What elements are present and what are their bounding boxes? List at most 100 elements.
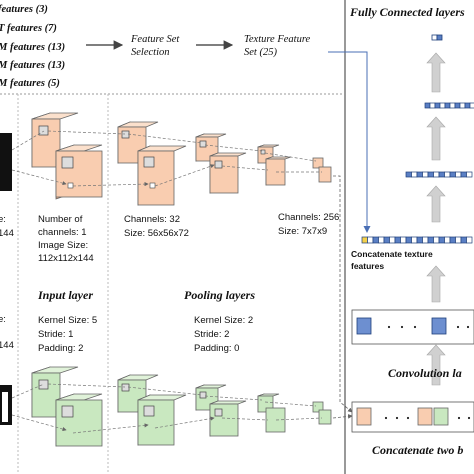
fc-layer-medium-cell xyxy=(433,171,440,178)
concat-texture-cell xyxy=(394,236,401,244)
concat-texture-cell xyxy=(433,236,440,244)
top-size-partial-b: 144 xyxy=(0,228,14,239)
conv-feature-cell-1 xyxy=(356,317,372,335)
up-arrow-5 xyxy=(426,344,446,386)
top-branch-layers xyxy=(31,112,332,206)
concat-texture-cell xyxy=(444,236,451,244)
up-arrows xyxy=(426,52,446,386)
top-image-line2: 112x112x144 xyxy=(38,253,94,264)
bottom-connection-lines xyxy=(11,383,323,434)
end-channels: Channels: 256 xyxy=(278,212,340,223)
bottom-branch-layers xyxy=(31,366,332,447)
arrow-bottom-branch-out xyxy=(332,414,353,419)
concat-texture-cell xyxy=(389,236,396,244)
arrow-texture-to-concat xyxy=(328,51,371,233)
fc-layer-small-cell xyxy=(444,102,451,109)
up-arrow-3 xyxy=(426,185,446,223)
feature-group-3: M features (13) xyxy=(0,42,66,53)
fc-layer-small-cell xyxy=(449,102,456,109)
selection-label-line2: Selection xyxy=(131,47,170,58)
pool-kernel-size: Kernel Size: 2 xyxy=(194,315,254,326)
concat-texture-cell xyxy=(438,236,445,244)
fc-title: Fully Connected layers xyxy=(350,5,465,19)
input-volume-bottom-highlight xyxy=(2,392,8,422)
concat-texture-line2: features xyxy=(351,261,385,271)
fc-layer-small-cell xyxy=(434,102,441,109)
concat-branches-box xyxy=(351,401,474,433)
fc-output-vector xyxy=(431,34,443,41)
concat-texture-cell xyxy=(449,236,456,244)
fc-layer-medium-cell xyxy=(427,171,434,178)
fc-layer-medium-cell xyxy=(455,171,462,178)
concat-texture-cell xyxy=(367,236,374,244)
concat-texture-cell xyxy=(427,236,434,244)
feature-group-5: M features (5) xyxy=(0,78,60,89)
mid-channels: Channels: 32 xyxy=(124,214,180,225)
texture-set-line2: Set (25) xyxy=(244,47,277,58)
conv-block-green-4b xyxy=(265,407,286,433)
concat-texture-cell xyxy=(383,236,390,244)
up-arrow-1 xyxy=(426,52,446,93)
concat-texture-cell xyxy=(361,236,368,244)
conv-kernel-size: Kernel Size: 5 xyxy=(38,315,98,326)
concat-texture-cell xyxy=(372,236,379,244)
convolution-layers-label: Convolution la xyxy=(388,366,462,380)
concat-branches-label: Concatenate two b xyxy=(372,443,464,457)
concat-texture-cell xyxy=(405,236,412,244)
fc-layer-medium-cell xyxy=(416,171,423,178)
concat-cell-orange-2 xyxy=(417,407,433,426)
conv-block-3b xyxy=(209,155,239,194)
fc-layer-medium-cell xyxy=(449,171,456,178)
fc-layer-medium-cell xyxy=(411,171,418,178)
conv-block-5a xyxy=(312,157,324,169)
fc-layer-medium-cell xyxy=(405,171,412,178)
fc-layer-small-cell xyxy=(454,102,461,109)
conv-block-green-5a xyxy=(312,401,324,413)
concat-texture-vector xyxy=(361,236,473,244)
conv-feature-cell-2 xyxy=(431,317,447,335)
conv-feature-box xyxy=(351,309,474,345)
fc-layer-medium-cell xyxy=(444,171,451,178)
fc-layer-small-cell xyxy=(439,102,446,109)
fc-layer-small-cell xyxy=(459,102,466,109)
concat-texture-cell xyxy=(400,236,407,244)
input-volume-top xyxy=(0,133,12,191)
conv-block-4b xyxy=(265,158,286,186)
conv-padding: Padding: 2 xyxy=(38,343,84,354)
concat-cell-green-1 xyxy=(433,407,449,426)
left-size-partial-b: 144 xyxy=(0,340,14,351)
concat-texture-cell xyxy=(411,236,418,244)
concat-texture-cell xyxy=(422,236,429,244)
left-size-partial-a: e: xyxy=(0,314,6,325)
feature-group-1: features (3) xyxy=(0,4,48,15)
concat-texture-line1: Concatenate texture xyxy=(351,249,433,259)
fc-layer-medium-cell xyxy=(438,171,445,178)
top-channels-line2: channels: 1 xyxy=(38,227,87,238)
fc-vectors xyxy=(405,102,474,178)
fc-layer-medium-cell xyxy=(460,171,467,178)
feature-group-4: M features (13) xyxy=(0,60,66,71)
concat-texture-cell xyxy=(460,236,467,244)
conv-block-green-3b xyxy=(209,403,239,437)
selection-label-line1: Feature Set xyxy=(131,34,180,45)
fc-layer-small-cell xyxy=(424,102,431,109)
concat-texture-cell xyxy=(416,236,423,244)
feature-group-2: T features (7) xyxy=(0,23,57,34)
concat-texture-cell xyxy=(455,236,462,244)
pool-padding: Padding: 0 xyxy=(194,343,240,354)
concat-texture-cell xyxy=(466,236,473,244)
up-arrow-2 xyxy=(426,116,446,161)
mid-size: Size: 56x56x72 xyxy=(124,228,189,239)
top-image-line1: Image Size: xyxy=(38,240,89,251)
up-arrow-4 xyxy=(426,265,446,303)
fc-layer-small-cell xyxy=(469,102,474,109)
end-size: Size: 7x7x9 xyxy=(278,226,328,237)
texture-set-line1: Texture Feature xyxy=(244,34,311,45)
conv-block-green-5b xyxy=(318,409,332,425)
conv-block-green-2b xyxy=(137,399,175,446)
arrow-top-branch-out xyxy=(333,175,353,413)
concat-texture-cell xyxy=(378,236,385,244)
pooling-layers-label: Pooling layers xyxy=(184,288,255,302)
fc-layer-small-cell xyxy=(429,102,436,109)
